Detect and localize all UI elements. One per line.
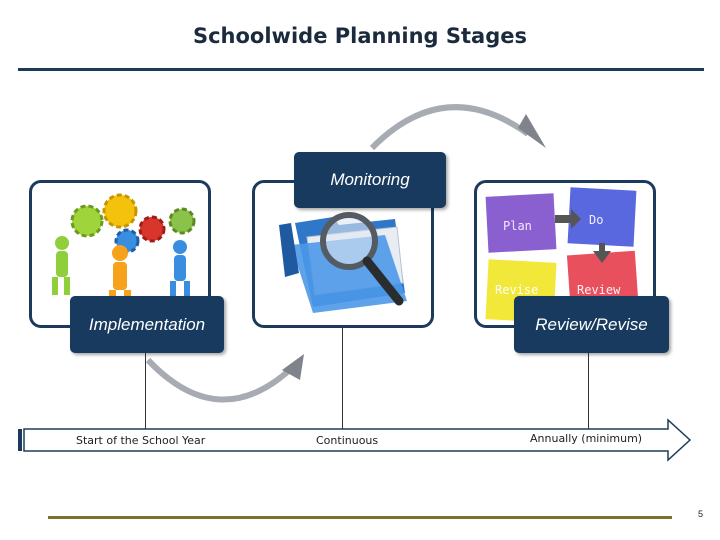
pdca-revise: Revise: [495, 283, 539, 297]
connector-review: [588, 353, 589, 430]
timeline-start-label: Start of the School Year: [76, 434, 206, 447]
people-gears-icon: [52, 193, 196, 310]
timeline-arrow-icon: [18, 418, 692, 462]
connector-implementation: [145, 353, 146, 430]
page-number: 5: [698, 509, 704, 519]
curved-arrow-icon: [369, 104, 546, 151]
timeline-annually-label: Annually (minimum): [530, 432, 643, 445]
implementation-label: Implementation: [70, 296, 224, 353]
timeline-continuous-label: Continuous: [316, 434, 379, 447]
footer-divider: [48, 516, 672, 519]
pdca-review: Review: [577, 283, 621, 297]
curved-arrow-icon: [145, 354, 304, 403]
page-title: Schoolwide Planning Stages: [192, 24, 528, 48]
title-divider: [18, 68, 704, 71]
monitoring-label: Monitoring: [294, 152, 446, 208]
pdca-plan: Plan: [503, 219, 532, 233]
magnifier-folder-icon: [279, 212, 407, 313]
pdca-do: Do: [589, 213, 604, 227]
review-revise-label: Review/Revise: [514, 296, 669, 353]
connector-monitoring: [342, 325, 343, 430]
monitoring-image-frame: [252, 180, 434, 328]
